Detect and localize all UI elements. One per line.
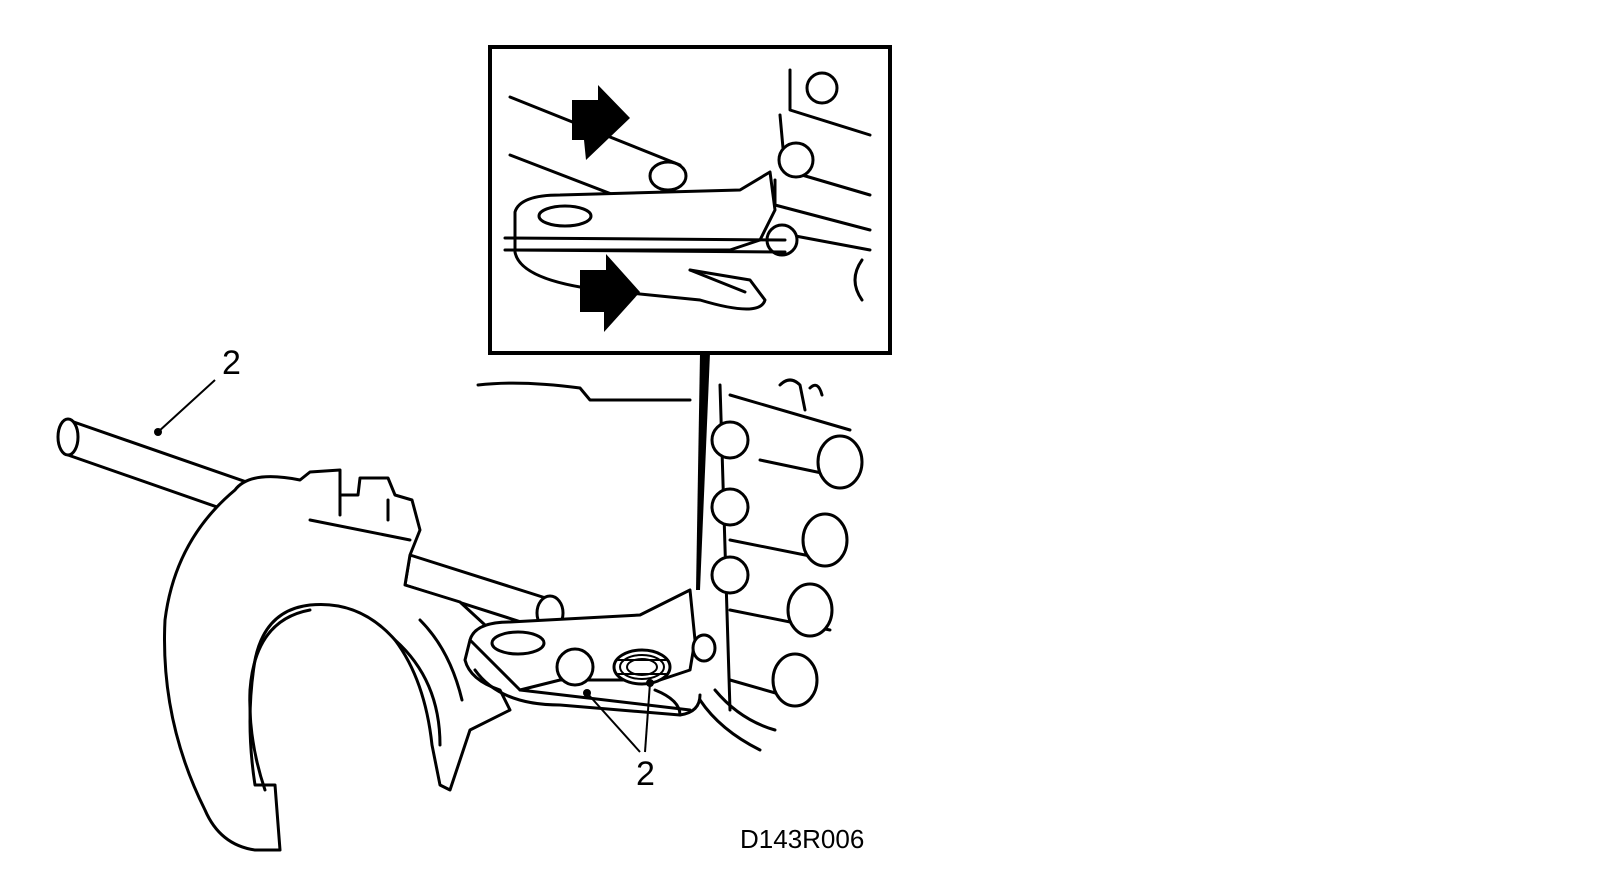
transmission-housing [476, 378, 864, 752]
detent-spring [612, 648, 672, 686]
callout-leaders [154, 379, 654, 753]
shift-fork [163, 468, 512, 852]
arrow-lower-icon [580, 254, 640, 332]
callout-ball-spring: 2 [636, 755, 655, 793]
callout-shift-rod: 2 [222, 344, 241, 382]
figure-code: D143R006 [740, 824, 864, 854]
inset-housing [765, 68, 872, 302]
arm-bore [490, 630, 546, 656]
selector-arm [468, 588, 717, 717]
arrow-upper-icon [572, 85, 630, 160]
inset-leader [696, 353, 710, 590]
detail-inset [488, 45, 892, 590]
detent-bore [691, 633, 717, 663]
inset-fork-arm [503, 170, 787, 311]
detent-ball [555, 647, 595, 687]
